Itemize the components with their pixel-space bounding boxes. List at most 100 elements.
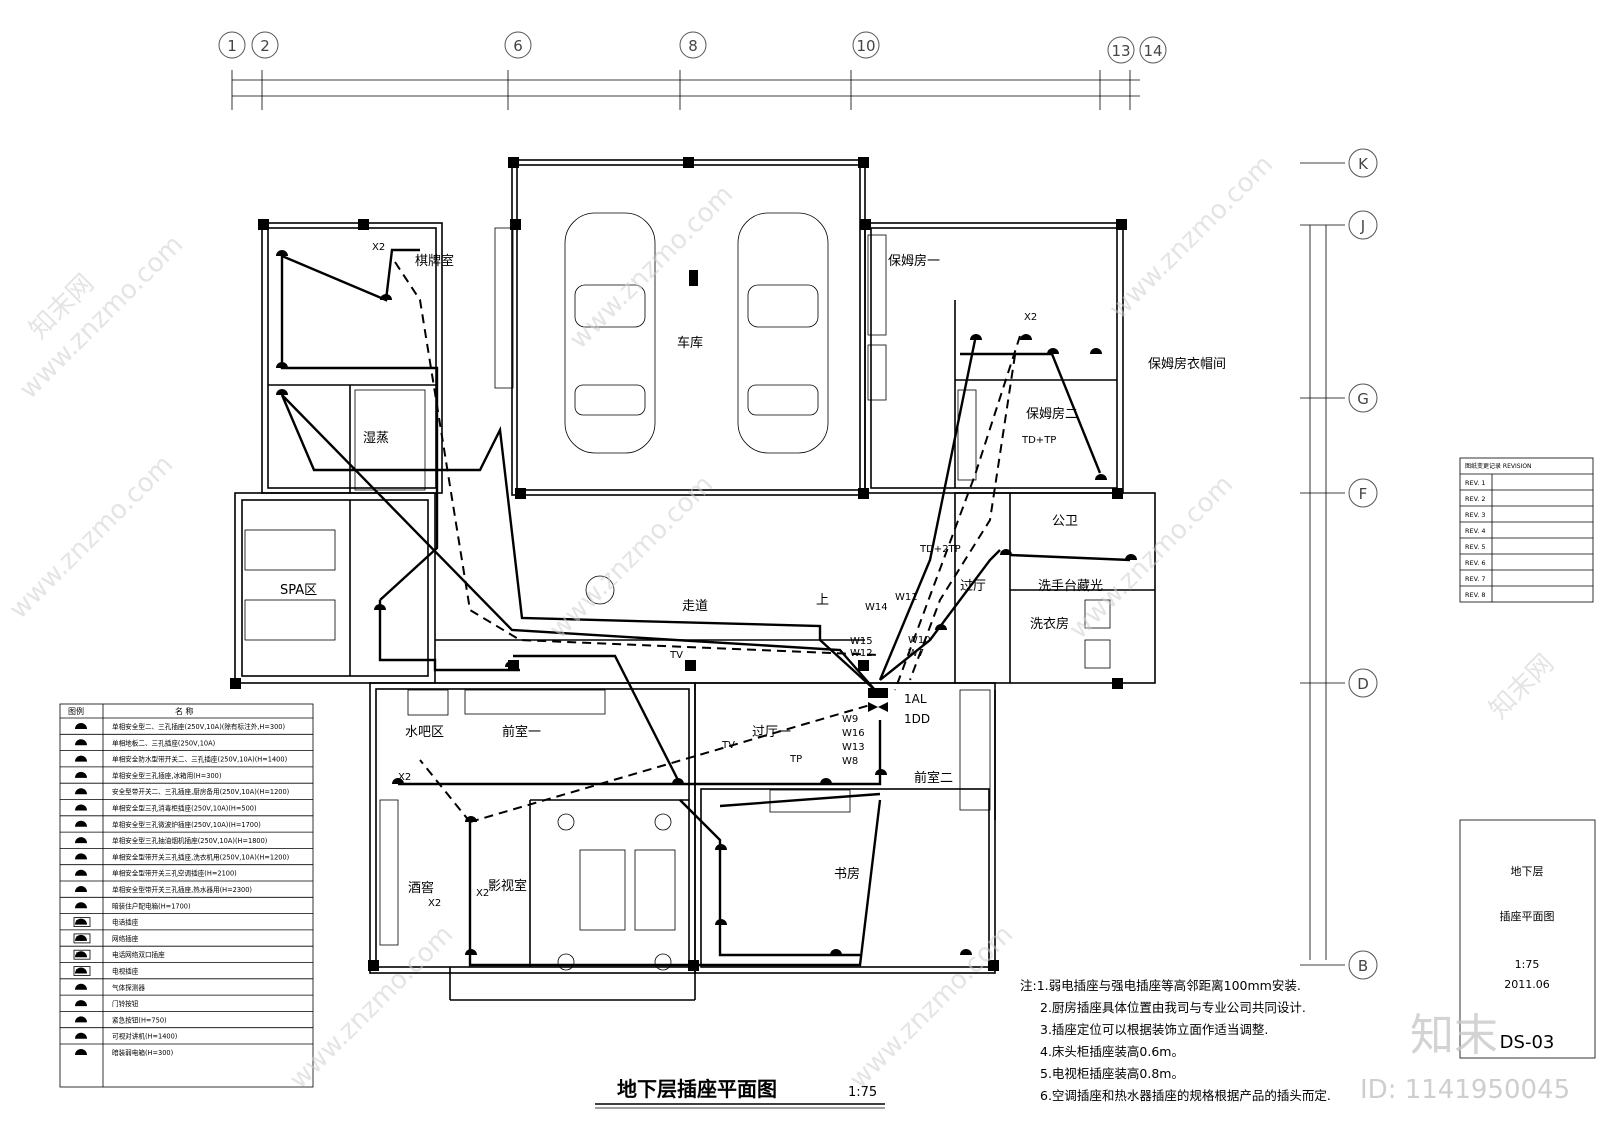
legend-row-label: 单相地板二、三孔插座(250V,10A): [112, 738, 215, 747]
drawing-title-text: 地下层插座平面图: [617, 1077, 777, 1101]
legend-row-label: 暗装住户配电箱(H=1700): [112, 901, 191, 910]
label-td-2tp: TD+2TP: [919, 544, 961, 555]
grid-bubble-J: J: [1348, 210, 1378, 240]
legend-symbol-icon: [75, 1000, 87, 1007]
label-x2e: X2: [476, 888, 489, 899]
car-left: [564, 212, 656, 454]
title-block-sheet: 插座平面图: [1500, 909, 1555, 923]
revision-row-label: REV. 2: [1465, 495, 1486, 503]
legend-row-label: 单相安全型二、三孔插座(250V,10A)(除有标注外,H=300): [112, 722, 285, 731]
label-x2c: X2: [398, 772, 411, 783]
legend-row-label: 单相安全型三孔插座,冰箱用(H=300): [112, 771, 221, 780]
room-corridor: 走道: [682, 599, 708, 614]
legend-symbol-icon: [75, 918, 87, 925]
svg-text:J: J: [1360, 217, 1365, 235]
legend-symbol-icon: [75, 934, 87, 941]
grid-bubble-G: G: [1348, 383, 1378, 413]
legend-header-name: 名 称: [175, 706, 194, 716]
wiring-weak-current: [394, 261, 1021, 823]
watermark-8: www.znzmo.com: [844, 920, 1019, 1095]
room-study: 书房: [834, 866, 860, 882]
title-block-floor: 地下层: [1511, 865, 1544, 878]
legend-symbol-icon: [75, 853, 87, 860]
legend-symbol-icon: [75, 886, 87, 892]
circuit-labels: 1AL 1DD TV TV TP TD+TP TD+2TP X2 X2 X2 X…: [372, 242, 1056, 909]
svg-text:D: D: [1357, 675, 1369, 693]
legend-symbol-icon: [75, 723, 87, 729]
legend-symbol-icon: [75, 820, 87, 827]
room-anteroom-1: 前室一: [502, 724, 541, 740]
legend-symbol-icon: [75, 1032, 87, 1039]
legend-row-label: 电视插座: [112, 967, 139, 976]
svg-text:F: F: [1359, 485, 1368, 503]
room-wine-cellar: 酒窖: [408, 880, 434, 896]
room-laundry: 洗衣房: [1030, 616, 1069, 632]
room-chess: 棋牌室: [415, 253, 454, 269]
grid-bubble-D: D: [1348, 668, 1378, 698]
legend-symbol-icon: [75, 869, 87, 876]
svg-text:8: 8: [688, 37, 698, 55]
room-nanny-cloak: 保姆房衣帽间: [1148, 356, 1226, 372]
legend-row-label: 单相安全型三孔微波炉插座(250V,10A)(H=1700): [112, 820, 261, 829]
note-3: 3.插座定位可以根据装饰立面作适当调整.: [1040, 1022, 1268, 1037]
revision-row-label: REV. 8: [1465, 591, 1486, 599]
revision-row-label: REV. 5: [1465, 543, 1486, 551]
svg-text:6: 6: [513, 37, 523, 55]
legend-row-label: 紧急按钮(H=750): [112, 1015, 167, 1024]
legend-row-label: 网络插座: [112, 934, 139, 943]
label-w7: W7: [908, 648, 924, 659]
label-tp: TP: [789, 754, 802, 765]
legend-symbol-icon: [75, 804, 87, 811]
room-garage: 车库: [677, 335, 703, 351]
label-w16: W16: [842, 728, 865, 739]
legend-code-label: TD: [75, 936, 85, 943]
grid-bubble-F: F: [1348, 478, 1378, 508]
distribution-box: [868, 688, 888, 712]
room-wash-basin: 洗手台藏光: [1038, 579, 1103, 594]
stair-up: 上: [816, 593, 829, 608]
legend-code-box: [73, 966, 91, 976]
room-nanny-1: 保姆房一: [888, 253, 940, 269]
svg-text:14: 14: [1143, 42, 1162, 60]
label-1dd: 1DD: [904, 712, 930, 726]
room-labels: 棋牌室 车库 保姆房一 保姆房衣帽间 保姆房二 湿蒸 SPA区 公卫 过厅 洗手…: [280, 253, 1226, 896]
svg-text:B: B: [1358, 957, 1368, 975]
grid-bubble-B: B: [1348, 950, 1378, 980]
legend-row-label: 气体探测器: [112, 983, 145, 992]
legend-row-label: 可视对讲机(H=1400): [112, 1032, 177, 1041]
legend-row-label: 单相安全型带开关三孔空调插座(H=2100): [112, 869, 237, 878]
room-hall-1: 过厅一: [752, 725, 791, 740]
svg-text:K: K: [1358, 155, 1369, 173]
grid-bubble-6: 6: [504, 31, 532, 59]
grid-bubble-1: 1: [218, 31, 246, 59]
watermark-4: www.znzmo.com: [4, 450, 179, 625]
legend-symbol-icon: [75, 902, 87, 909]
drawing-title-scale: 1:75: [848, 1085, 877, 1100]
structural-columns: [230, 157, 1127, 971]
legend-row-label: 单相安全型带开关三孔插座,洗衣机用(250V,10A)(H=1200): [112, 852, 289, 861]
label-w9: W9: [842, 714, 858, 725]
note-5: 5.电视柜插座装高0.8m。: [1040, 1066, 1184, 1081]
svg-text:10: 10: [856, 37, 875, 55]
legend-row-label: 单相安全型三孔抽油烟机插座(250V,10A)(H=1800): [112, 836, 267, 845]
legend-row-label: 安全型带开关二、三孔插座,厨房备用(250V,10A)(H=1200): [112, 787, 289, 796]
label-w11: W11: [895, 592, 918, 603]
room-spa: SPA区: [280, 583, 317, 598]
legend-table: 图例 名 称 单相安全型二、三孔插座(250V,10A)(除有标注外,H=300…: [59, 703, 314, 1088]
grid-bubble-10: 10: [852, 31, 880, 59]
grid-bubble-14: 14: [1139, 36, 1167, 64]
title-block-date: 2011.06: [1504, 978, 1550, 991]
svg-text:G: G: [1357, 390, 1369, 408]
title-block: 地下层 插座平面图 1:75 2011.06 DS-03: [1459, 819, 1596, 1059]
watermark-2: www.znzmo.com: [564, 180, 739, 355]
revision-row-label: REV. 7: [1465, 575, 1486, 583]
wiring-power: [280, 248, 1131, 967]
legend-row-label: 门铃按钮: [112, 999, 139, 1008]
revision-row-label: REV. 4: [1465, 527, 1486, 535]
revision-row-label: REV. 1: [1465, 479, 1486, 487]
watermark-id: ID: 1141950045: [1360, 1075, 1570, 1105]
title-block-scale: 1:75: [1515, 958, 1540, 971]
legend-symbol-icon: [75, 1016, 87, 1023]
label-w13: W13: [842, 742, 865, 753]
watermark-3: www.znzmo.com: [1104, 150, 1279, 325]
